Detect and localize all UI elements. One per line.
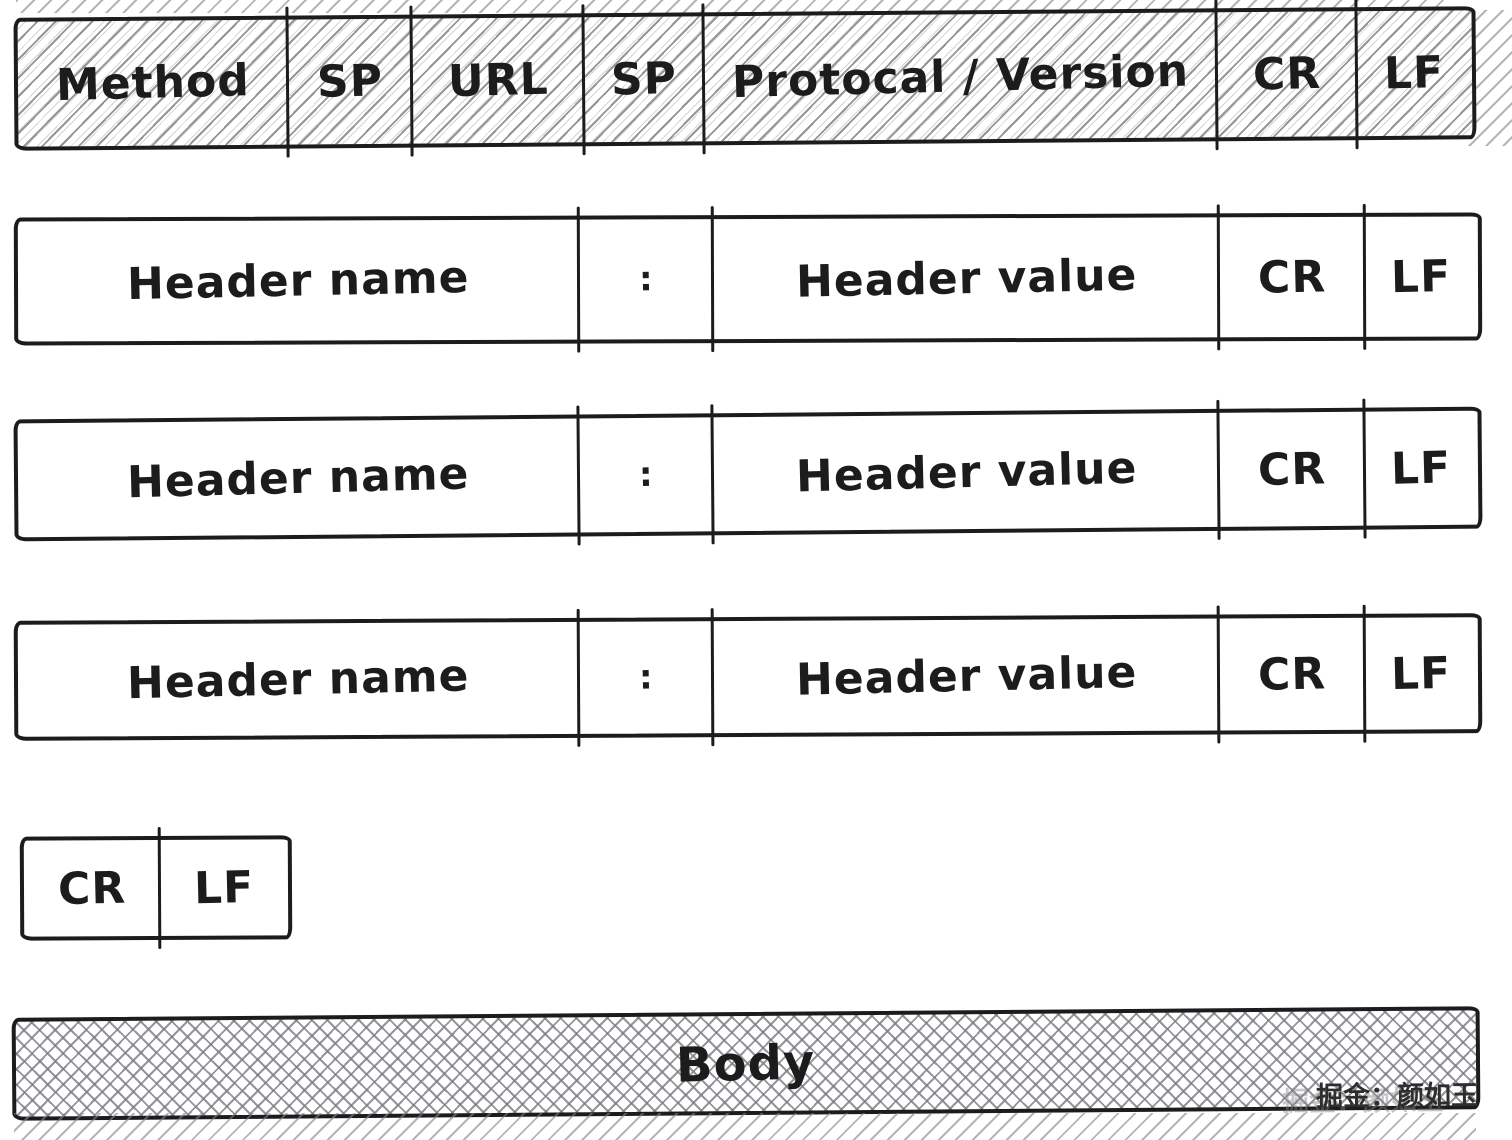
- sp-label: SP: [316, 55, 384, 108]
- colon-label: :: [638, 657, 654, 698]
- cell-cr: CR: [1219, 217, 1365, 338]
- cell-protocol-version: Protocal / Version: [704, 12, 1218, 141]
- cr-label: CR: [1252, 47, 1322, 101]
- cell-cr: CR: [1219, 618, 1365, 731]
- cell-cr: CR: [24, 840, 160, 937]
- cr-label: CR: [57, 862, 127, 915]
- cr-label: CR: [1257, 647, 1327, 701]
- cell-header-name: Header name: [18, 622, 580, 737]
- cell-sp-1: SP: [287, 19, 412, 145]
- cell-cr: CR: [1219, 412, 1365, 527]
- lf-label: LF: [1383, 46, 1445, 100]
- cell-lf: LF: [160, 839, 289, 936]
- header-value-label: Header value: [795, 442, 1138, 503]
- cell-url: URL: [411, 17, 584, 143]
- header-line-row-3: Header name : Header value CR LF: [13, 613, 1483, 741]
- cell-lf: LF: [1356, 10, 1472, 136]
- cell-colon: :: [579, 219, 714, 339]
- protocol-version-label: Protocal / Version: [731, 45, 1190, 109]
- header-value-label: Header value: [795, 646, 1138, 706]
- cell-method: Method: [18, 20, 288, 147]
- lf-label: LF: [193, 861, 255, 914]
- watermark: 掘金：颜如玉: [1315, 1080, 1479, 1113]
- sp-label: SP: [610, 52, 678, 106]
- hatch-spill-bottom: [14, 1113, 1476, 1140]
- body-label: Body: [675, 1033, 817, 1094]
- url-label: URL: [446, 53, 549, 108]
- lf-label: LF: [1390, 441, 1452, 495]
- header-line-row-2: Header name : Header value CR LF: [13, 406, 1483, 542]
- cell-header-value: Header value: [713, 413, 1220, 531]
- colon-label: :: [638, 259, 654, 300]
- cell-colon: :: [579, 621, 714, 734]
- cell-sp-2: SP: [583, 16, 704, 142]
- header-name-label: Header name: [126, 251, 471, 310]
- cell-header-name: Header name: [18, 418, 580, 537]
- cell-header-name: Header name: [18, 220, 579, 342]
- cell-colon: :: [578, 417, 713, 532]
- cell-cr: CR: [1217, 11, 1357, 137]
- cell-header-value: Header value: [713, 619, 1220, 734]
- header-name-label: Header name: [126, 649, 471, 709]
- cr-label: CR: [1257, 250, 1327, 304]
- header-name-label: Header name: [126, 447, 471, 508]
- header-value-label: Header value: [795, 249, 1138, 308]
- colon-label: :: [638, 454, 654, 496]
- cell-lf: LF: [1364, 617, 1478, 730]
- end-of-headers-row: CR LF: [19, 835, 293, 941]
- cell-header-value: Header value: [713, 217, 1220, 339]
- body-row: Body: [11, 1006, 1481, 1121]
- request-line-row: Method SP URL SP Protocal / Version CR L…: [13, 6, 1477, 151]
- cell-body: Body: [16, 1010, 1477, 1116]
- cell-lf: LF: [1364, 411, 1478, 526]
- lf-label: LF: [1390, 250, 1452, 303]
- cell-lf: LF: [1364, 216, 1478, 336]
- cr-label: CR: [1257, 442, 1327, 496]
- lf-label: LF: [1390, 647, 1452, 700]
- method-label: Method: [55, 55, 251, 112]
- header-line-row-1: Header name : Header value CR LF: [13, 212, 1483, 346]
